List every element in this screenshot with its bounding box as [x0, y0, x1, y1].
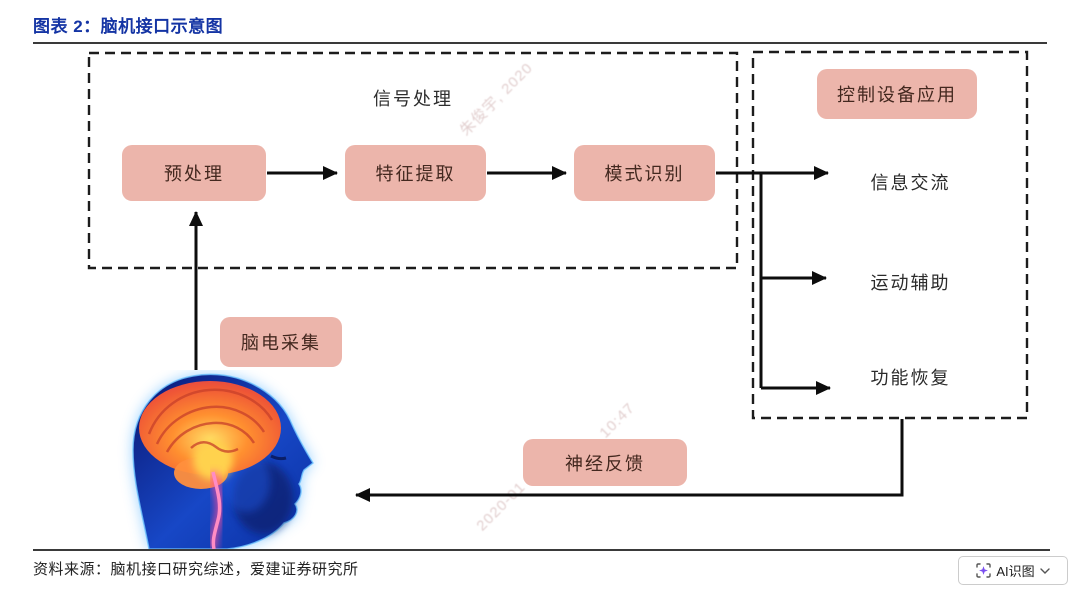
head-glow: [133, 374, 313, 549]
brain-gyri-lines: [147, 388, 274, 453]
application-communication: 信息交流: [870, 173, 951, 193]
watermark-fragment: 2020-01: [473, 478, 529, 535]
eeg-acquisition-label: 脑电采集: [220, 317, 342, 367]
signal-processing-label: 信号处理: [373, 89, 453, 109]
title-divider: [33, 42, 1047, 44]
head-profile-silhouette: [132, 373, 314, 549]
node-preprocessing: 预处理: [122, 145, 266, 201]
brain-head-image: [132, 373, 314, 549]
ai-button-label: AI识图: [996, 564, 1035, 579]
cerebellum: [174, 457, 228, 489]
neural-feedback-label: 神经反馈: [523, 439, 687, 486]
ai-image-recognition-button[interactable]: AI识图: [958, 556, 1068, 585]
spinal-cord: [209, 471, 224, 549]
footer-divider: [33, 549, 1050, 551]
cheek-highlight: [222, 452, 270, 512]
application-motion-assist: 运动辅助: [870, 273, 951, 293]
node-pattern-recognition: 模式识别: [574, 145, 715, 201]
node-feature-extraction: 特征提取: [345, 145, 486, 201]
ai-scan-sparkle-icon: [976, 563, 992, 578]
face-shading: [233, 462, 293, 534]
eye: [270, 454, 287, 461]
application-function-recovery: 功能恢复: [870, 368, 951, 388]
chevron-down-icon[interactable]: [1039, 567, 1050, 574]
spinal-cord-core: [211, 471, 222, 549]
brainstem-glow: [193, 440, 233, 480]
control-device-application-label: 控制设备应用: [817, 69, 977, 119]
figure-title: 图表 2：脑机接口示意图: [33, 17, 224, 36]
watermark-fragment: 10:47: [596, 399, 639, 442]
source-note: 资料来源：脑机接口研究综述，爱建证券研究所: [33, 561, 359, 578]
brain-glow-image: [139, 381, 281, 475]
